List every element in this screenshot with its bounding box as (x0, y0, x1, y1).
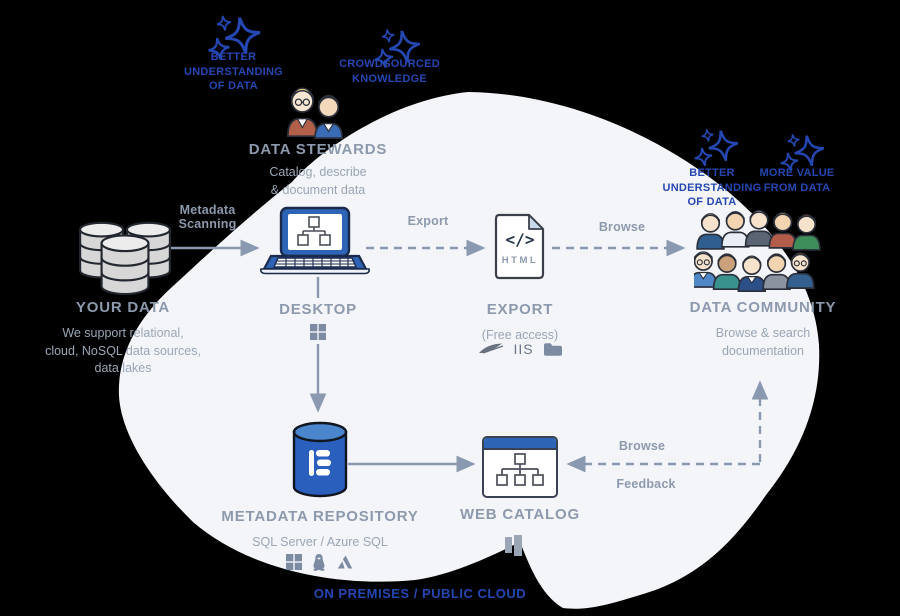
windows-icon (310, 324, 326, 340)
linux-icon (313, 554, 325, 571)
export-subtitle: (Free access) (481, 328, 559, 342)
azure-icon (337, 555, 353, 569)
html-file-icon: </> HTML (494, 213, 546, 280)
feedback-label: Feedback (616, 477, 676, 491)
iis-label: IIS (513, 341, 534, 357)
benefit-label-better-understanding-left: BETTER UNDERSTANDING OF DATA (184, 51, 283, 93)
desktop-title: DESKTOP (279, 301, 357, 318)
browser-titlebar (484, 438, 556, 450)
windows-icon (286, 554, 302, 570)
community-subtitle: Browse & search documentation (715, 326, 811, 358)
export-platform-icons: IIS (440, 341, 600, 357)
web-catalog-icon (482, 436, 558, 498)
your-data-subtitle: We support relational, cloud, NoSQL data… (45, 326, 201, 375)
benefit-label-more-value: MORE VALUE FROM DATA (759, 167, 835, 194)
database-cylinders-icon (79, 221, 171, 296)
browse-top-label: Browse (598, 220, 646, 234)
browse-bottom-label: Browse (618, 439, 666, 453)
repository-subtitle: SQL Server / Azure SQL (252, 535, 388, 549)
export-edge-label: Export (407, 214, 449, 228)
community-title: DATA COMMUNITY (689, 299, 837, 316)
data-stewards-icon (286, 87, 344, 140)
web-catalog-title: WEB CATALOG (460, 506, 580, 523)
benefit-label-better-understanding-right: BETTER UNDERSTANDING OF DATA (662, 167, 762, 209)
benefit-label-crowdsourced-knowledge: CROWDSOURCED KNOWLEDGE (339, 58, 440, 85)
data-community-crowd-icon (694, 210, 821, 293)
footer-caption: ON PREMISES / PUBLIC CLOUD (313, 586, 527, 601)
file-code-glyph: </> (505, 230, 535, 249)
repository-cylinder-icon (292, 421, 348, 498)
repository-title: METADATA REPOSITORY (221, 508, 419, 525)
stewards-title: DATA STEWARDS (248, 141, 388, 158)
your-data-title: YOUR DATA (75, 299, 171, 316)
folder-icon (543, 343, 562, 356)
laptop-icon (260, 206, 370, 275)
repository-platform-icons (250, 553, 390, 571)
apache-feather-icon (479, 343, 504, 354)
metadata-scanning-label: Metadata Scanning (178, 203, 237, 231)
export-title: EXPORT (486, 301, 554, 318)
partial-windows-icon (505, 535, 522, 556)
stewards-subtitle: Catalog, describe & document data (269, 165, 367, 197)
file-format-label: HTML (501, 255, 539, 266)
